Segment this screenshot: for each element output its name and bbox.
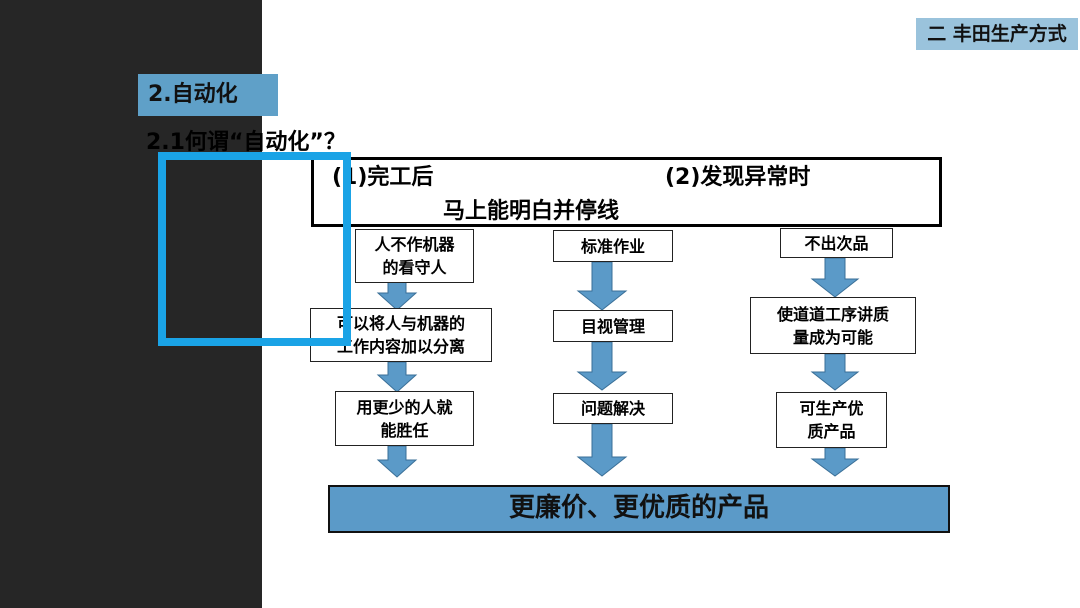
arrow-down-icon: [376, 445, 418, 478]
header-item-2: (2)发现异常时: [665, 165, 811, 190]
step-box: 标准作业: [553, 230, 673, 262]
arrow-down-icon: [376, 361, 418, 393]
step-box: 问题解决: [553, 393, 673, 424]
step-box: 可生产优质产品: [776, 392, 887, 448]
highlight-frame: [158, 152, 351, 346]
step-box: 使道道工序讲质量成为可能: [750, 297, 916, 354]
step-box: 用更少的人就能胜任: [335, 391, 474, 446]
slide-title: 2.自动化: [138, 74, 278, 116]
header-item-3: 马上能明白并停线: [443, 199, 620, 224]
arrow-down-icon: [810, 257, 860, 298]
slide-subtitle: 2.1何谓“自动化”？: [146, 130, 346, 155]
arrow-down-icon: [810, 447, 860, 477]
section-tag: 二 丰田生产方式: [916, 18, 1078, 50]
step-box: 目视管理: [553, 310, 673, 342]
header-box: [311, 157, 942, 227]
arrow-down-icon: [576, 261, 628, 311]
arrow-down-icon: [376, 281, 418, 311]
result-box: 更廉价、更优质的产品: [328, 485, 950, 533]
step-box: 可以将人与机器的工作内容加以分离: [310, 308, 492, 362]
step-box: 不出次品: [780, 228, 893, 258]
arrow-down-icon: [576, 341, 628, 391]
arrow-down-icon: [576, 423, 628, 477]
arrow-down-icon: [810, 353, 860, 391]
step-box: 人不作机器的看守人: [355, 229, 474, 283]
